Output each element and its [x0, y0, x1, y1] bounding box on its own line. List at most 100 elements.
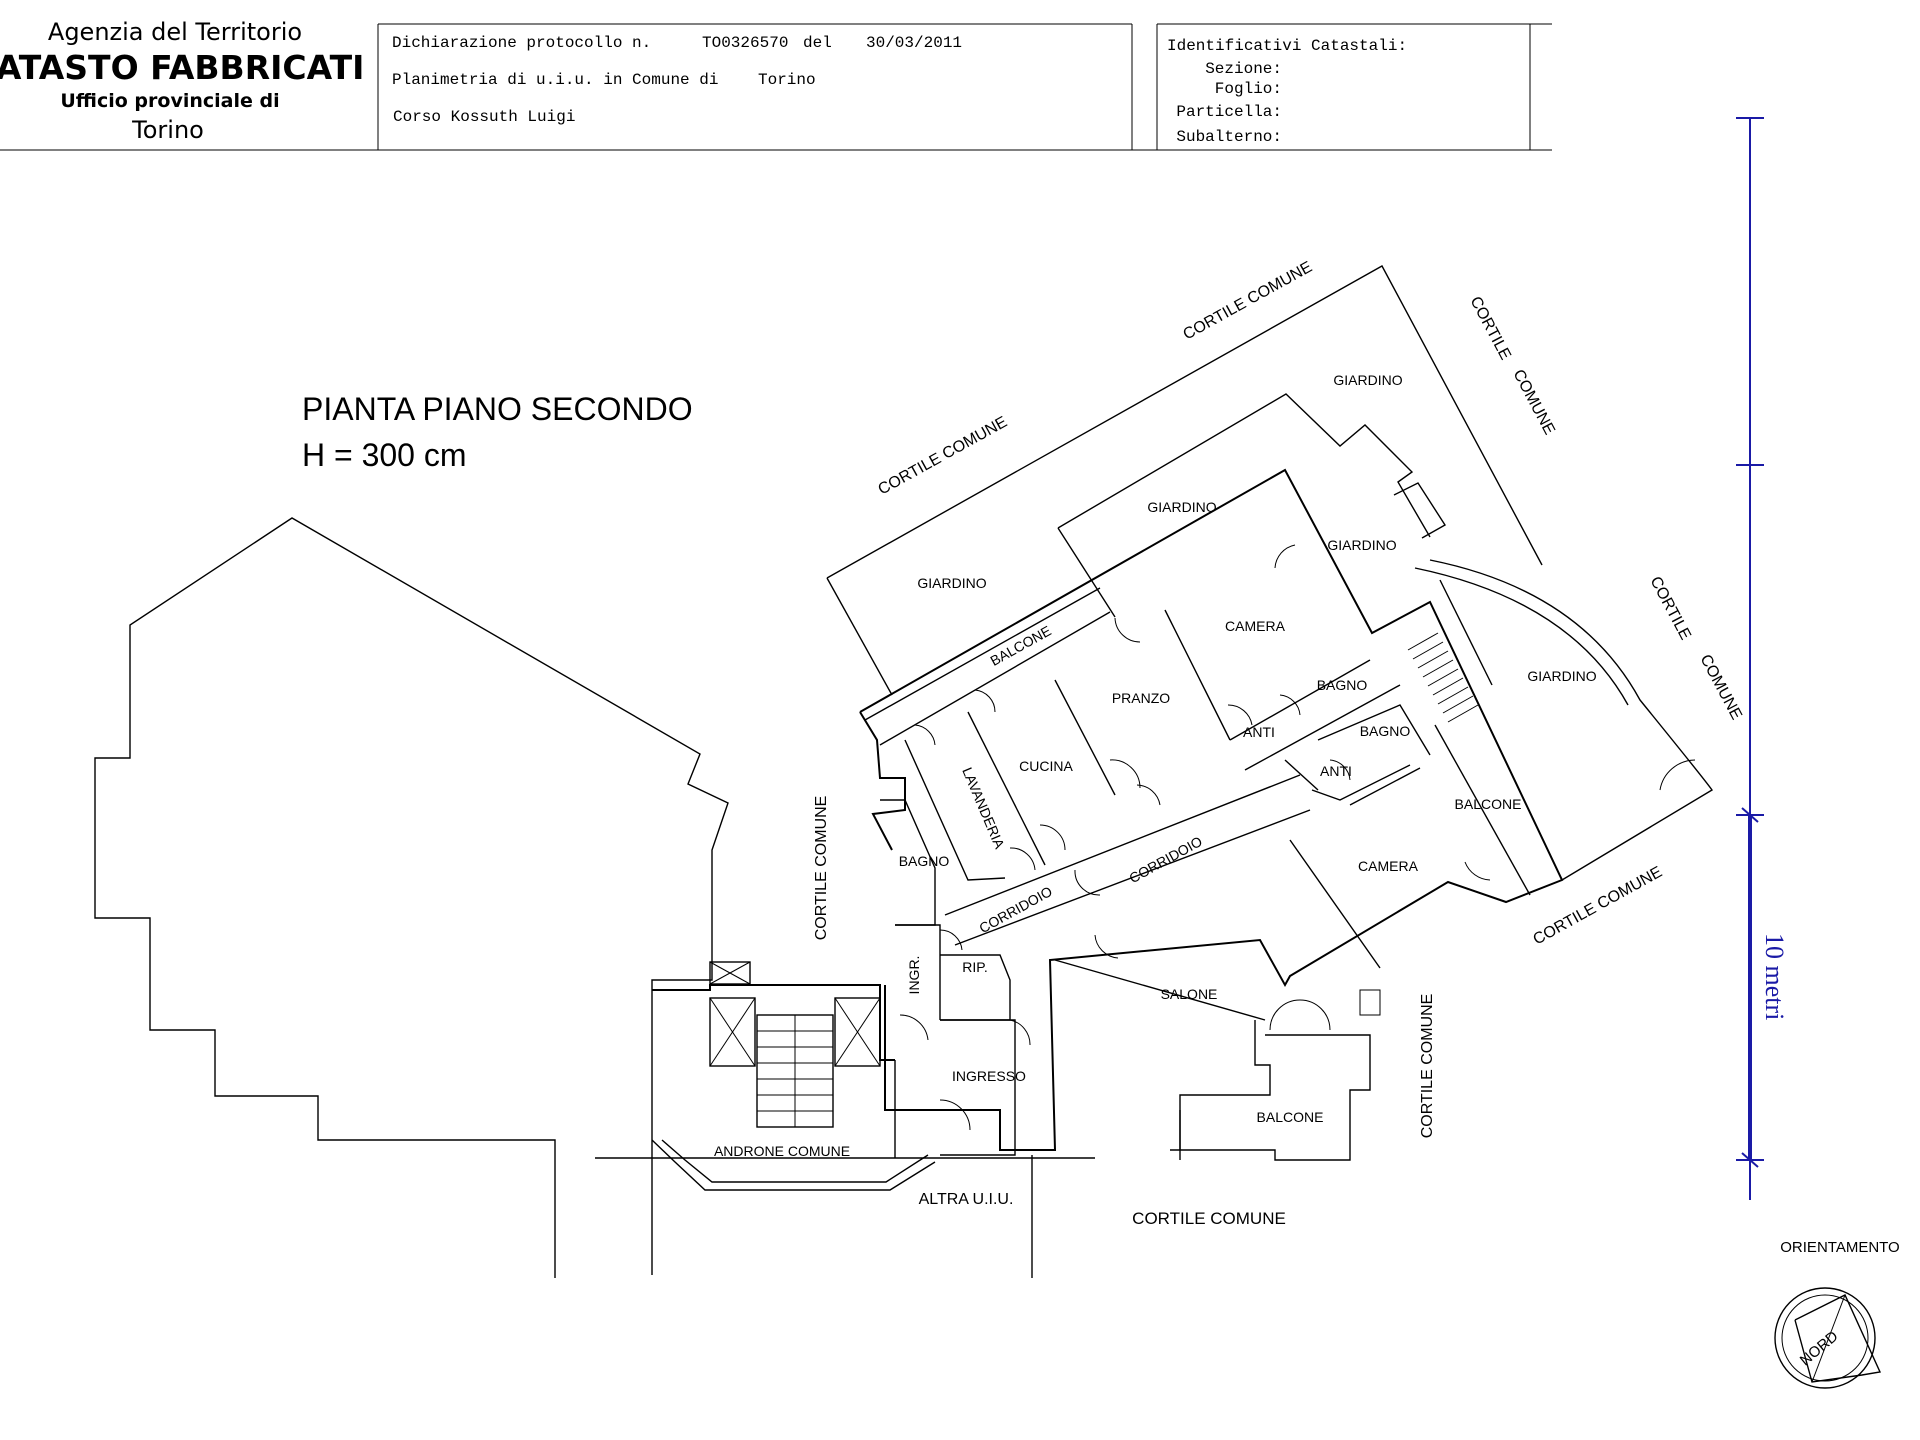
- apartment-west-edge: [859, 711, 906, 851]
- door-arc-pranzo-2: [1109, 759, 1141, 789]
- door-arc-ingresso-2: [939, 1099, 971, 1131]
- label-giardino-4: GIARDINO: [1327, 537, 1396, 553]
- label-bagno-3: BAGNO: [1360, 723, 1411, 739]
- orientation-indicator: ORIENTAMENTO NORD: [1774, 1239, 1900, 1389]
- door-arc-camera-1: [1274, 544, 1296, 569]
- door-arc-ingr: [939, 929, 963, 951]
- label-cortile-bottom: CORTILE COMUNE: [1132, 1209, 1286, 1228]
- lift-right: [834, 997, 881, 1067]
- date-label: del: [803, 34, 832, 52]
- camera2-west-wall: [1289, 839, 1381, 969]
- stairwell-top-wall: [652, 984, 895, 1061]
- ingr-wall: [895, 924, 941, 1020]
- androne-curve: [651, 1139, 936, 1191]
- label-bagno-1: BAGNO: [899, 853, 950, 869]
- label-altra-uiu: ALTRA U.I.U.: [919, 1191, 1014, 1208]
- door-arc-pranzo: [1114, 617, 1141, 643]
- label-bagno-2: BAGNO: [1317, 677, 1368, 693]
- balcone-post: [1359, 989, 1381, 1016]
- stairwell: [595, 961, 1095, 1191]
- registry-name: CATASTO FABBRICATI: [0, 48, 364, 87]
- municipality: Torino: [758, 71, 816, 89]
- label-giardino-3: GIARDINO: [1333, 372, 1402, 388]
- label-cortile-lower-right: CORTILE COMUNE: [1530, 864, 1665, 949]
- camera2-north-wall: [1349, 767, 1421, 806]
- east-stair-treads: [1407, 632, 1479, 723]
- subalterno-label: Subalterno:: [1176, 128, 1282, 146]
- door-arc-anti: [1279, 694, 1301, 716]
- garden-planter: [1393, 482, 1446, 539]
- door-arc-salone-balcone: [1269, 999, 1301, 1031]
- door-arc-balcone: [974, 689, 996, 713]
- label-balcone-2: BALCONE: [1455, 796, 1522, 812]
- door-arc-corridor: [1074, 869, 1101, 896]
- balcone-south-outline: [1170, 1034, 1371, 1161]
- label-ingr: INGR.: [906, 956, 922, 995]
- foglio-label: Foglio:: [1215, 80, 1282, 98]
- garden-divider-1: [1057, 527, 1116, 618]
- label-cucina: CUCINA: [1019, 758, 1073, 774]
- door-arc-cucina-2: [1039, 824, 1066, 851]
- door-arc-salone-balcone-2: [1299, 999, 1331, 1031]
- label-anti-1: ANTI: [1243, 724, 1275, 740]
- label-anti-2: ANTI: [1320, 763, 1352, 779]
- sezione-label: Sezione:: [1205, 60, 1282, 78]
- compass-outer-ring: [1774, 1287, 1876, 1389]
- cucina-lavanderia-wall: [967, 711, 1046, 866]
- salone-step-wall: [1179, 1020, 1271, 1150]
- bagno2-wall: [1317, 704, 1431, 756]
- garden-outer-boundary: [826, 265, 1543, 579]
- label-cortile-east-2: COMUNE: [1696, 652, 1744, 723]
- orientation-title: ORIENTAMENTO: [1780, 1239, 1899, 1256]
- plan-height: H = 300 cm: [302, 437, 467, 473]
- label-rip: RIP.: [962, 959, 987, 975]
- door-arc-anti-2: [1329, 759, 1351, 781]
- ingresso-wall: [940, 1019, 1016, 1156]
- north-arrow-icon: [1794, 1294, 1882, 1383]
- label-androne: ANDRONE COMUNE: [714, 1143, 850, 1159]
- label-cortile-top: CORTILE COMUNE: [1180, 259, 1315, 344]
- apartment-walls: [826, 265, 1714, 1161]
- anti2-wall: [1311, 764, 1411, 801]
- anti-wall-1: [1284, 759, 1319, 791]
- area-labels: CORTILE COMUNE CORTILE COMUNE CORTILE CO…: [714, 259, 1745, 1228]
- door-arc-ingr-2: [899, 1014, 929, 1041]
- label-cortile-right-1: CORTILE: [1466, 294, 1513, 363]
- door-arc-cucina: [1009, 847, 1036, 871]
- apartment-main-outline: [859, 468, 1564, 1151]
- label-camera-2: CAMERA: [1358, 858, 1419, 874]
- balcone-strip-inner: [879, 611, 1111, 746]
- address: Corso Kossuth Luigi: [393, 108, 575, 126]
- east-garden-door-arc: [1659, 759, 1696, 791]
- plan-label: Planimetria di u.i.u. in Comune di: [392, 71, 718, 89]
- balcone-strip-outer: [864, 587, 1101, 721]
- balcone-east-wall: [1434, 724, 1531, 896]
- label-balcone-3: BALCONE: [1257, 1109, 1324, 1125]
- stair-east-wall: [1439, 579, 1493, 686]
- label-ingresso: INGRESSO: [952, 1068, 1026, 1084]
- door-swings: [899, 544, 1491, 1131]
- pranzo-camera-wall: [1164, 609, 1231, 741]
- bagno-anti-wall: [1244, 684, 1401, 771]
- label-cortile-vertical-left: CORTILE COMUNE: [813, 796, 830, 941]
- adjacent-building-wall: [94, 517, 729, 1278]
- label-giardino-1: GIARDINO: [917, 575, 986, 591]
- declaration-date: 30/03/2011: [866, 34, 962, 52]
- header: Agenzia del Territorio CATASTO FABBRICAT…: [0, 18, 1552, 151]
- room-labels: GIARDINO GIARDINO GIARDINO GIARDINO GIAR…: [899, 372, 1597, 1125]
- garden-left-edge: [826, 577, 893, 696]
- door-arc-camera-2: [1464, 861, 1491, 881]
- protocol-label: Dichiarazione protocollo n.: [392, 34, 651, 52]
- main-stair-treads: [756, 1014, 834, 1128]
- scale-label: 10 metri: [1760, 933, 1789, 1020]
- label-cortile-vertical-right: CORTILE COMUNE: [1419, 994, 1436, 1139]
- scale-bar: 10 metri: [1736, 117, 1789, 1200]
- label-corridoio-2: CORRIDOIO: [1126, 833, 1205, 886]
- camera-bagno-wall: [1229, 659, 1371, 741]
- east-garden-arc-inner: [1414, 567, 1629, 706]
- garden-mid-boundary: [1057, 393, 1431, 538]
- lavanderia-wall: [904, 739, 1006, 881]
- salone-north-wall: [1054, 959, 1266, 1021]
